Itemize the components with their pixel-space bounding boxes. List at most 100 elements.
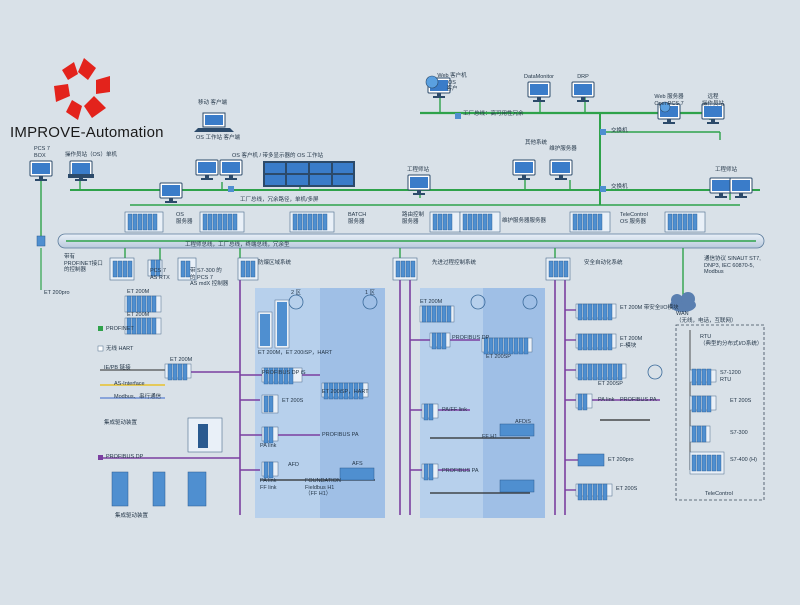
label-terminal-bus: 工程师总线，工厂总线，终端总线，冗余型 <box>185 242 290 248</box>
label-route-server: 路由控制 服务器 <box>402 212 425 225</box>
drive-2 <box>152 471 166 507</box>
et200-haz-2 <box>261 367 303 385</box>
afd-module-adv <box>499 423 535 493</box>
legend-profibus-swatch <box>98 455 103 460</box>
label-zone-hazard-a: 防爆区域系统 <box>258 260 292 266</box>
label-pa-link-ff: PA link FF link <box>260 478 277 491</box>
label-profibus-pa-b: PROFIBUS PA <box>322 432 359 438</box>
label-pcs7-box: PCS 7 BOX <box>34 146 50 159</box>
label-wan: WAN （无线，电话，互联网） <box>676 311 737 324</box>
label-op-station: 操作员站（OS）单机 <box>65 152 117 158</box>
label-maint-server: 维护服务器服务器 <box>502 218 547 224</box>
drive-1 <box>111 471 129 507</box>
server-block-3 <box>289 211 335 233</box>
et200m-adv <box>419 305 455 323</box>
os-client-icon <box>159 182 183 204</box>
pa-ff-link-adv-2 <box>421 463 439 481</box>
label-pcs7-mdx: 带 S7-300 的 的 PCS 7 AS mdX 控制器 <box>190 268 229 287</box>
pa-link-ff-haz <box>261 461 279 479</box>
label-engineering: 工程师站 <box>406 167 430 173</box>
label-profibus-dp-c: PROFIBUS DP <box>452 335 490 341</box>
label-et200isp-hart: ET 200iSP，HART <box>322 389 369 395</box>
controller-s7-300 <box>177 257 197 281</box>
remote-plant-icon <box>701 103 725 125</box>
label-et200m-ex: ET 200M，ET 200iSP，HART <box>258 350 333 356</box>
label-rtu-s7-300: S7-300 <box>730 430 748 436</box>
et200-haz-1 <box>257 299 290 349</box>
label-telecontrol-server: TeleControl OS 服务器 <box>620 212 648 225</box>
afd-module-haz <box>339 467 375 481</box>
os-workstation-icon-2 <box>219 159 243 181</box>
mid-client-icon <box>512 159 536 181</box>
label-et200sp: ET 200SP <box>486 354 511 360</box>
label-process-control: 其他系统 <box>524 140 548 146</box>
rtu-s7-300 <box>689 425 711 443</box>
label-profibus-dp-is: PROFIBUS DP iS <box>262 370 306 376</box>
label-switch-a: 交换机 <box>611 128 628 134</box>
pcs7-box-icon <box>29 160 53 182</box>
server-block-1 <box>124 211 164 233</box>
zone-1-marker <box>362 294 378 310</box>
laptop-icon <box>194 112 234 132</box>
label-mobile-client: 移动 客户端 <box>198 100 228 106</box>
label-ff: FOUNDATION Fieldbus H1 （FF H1） <box>305 478 341 497</box>
controller-safety <box>545 257 571 281</box>
label-telecontrol: TeleControl <box>705 491 733 497</box>
label-drp: DRP <box>577 74 589 80</box>
label-mobile-sub: OS 工作站 客户端 <box>196 135 241 141</box>
zone-marker-c <box>647 364 663 380</box>
label-rtu-s7-400: S7-400 (H) <box>730 457 757 463</box>
et200s-haz <box>261 394 279 414</box>
label-safety-systems: 安全自动化系统 <box>584 260 623 266</box>
label-remote-plant: 远程 操作员站 <box>701 94 725 107</box>
label-switch-b: 交换机 <box>611 184 628 190</box>
et200m-a <box>124 295 162 313</box>
label-et200m-safety: ET 200M 带安全I/O模块 <box>620 305 679 311</box>
label-profibus-pa-c: PROFIBUS PA <box>442 468 479 474</box>
rtu-et200s <box>689 395 717 413</box>
server-block-5 <box>459 211 501 233</box>
et200m-b <box>124 317 162 335</box>
label-web-server: Web 服务器 OpenPCS 7 <box>654 94 684 107</box>
globe-icon <box>425 75 439 89</box>
data-monitor-icon <box>527 81 551 103</box>
rtu-s7-400 <box>689 451 725 475</box>
eng-station-icon-2 <box>729 177 753 199</box>
drive-3 <box>187 471 207 507</box>
rtu-s7-1200 <box>689 368 717 386</box>
eng-station-icon <box>709 177 733 199</box>
label-et200m-a: ET 200M <box>127 289 150 295</box>
os-workstation-icon <box>195 159 219 181</box>
label-et200pro: ET 200pro <box>44 290 70 296</box>
mid-client-icon-2 <box>549 159 573 181</box>
label-asi: AS-Interface <box>114 381 145 387</box>
label-rtu-et200s: ET 200S <box>730 398 752 404</box>
label-zone-1: 1 区 <box>364 290 376 296</box>
label-pa-ff-link: PA/FF link <box>442 407 467 413</box>
label-ff-h1: FF H1 <box>482 434 498 440</box>
label-plant-bus: 工厂总线：高可用性冗余 <box>463 111 524 117</box>
label-hart-line: 无线 HART <box>106 346 134 352</box>
et200pro-safety <box>577 453 605 467</box>
hazard-zone-panel-b-deep <box>483 288 545 518</box>
pa-link-safety <box>575 393 593 411</box>
label-os-server: OS 服务器 <box>176 212 193 225</box>
engineering-icon <box>407 174 431 196</box>
label-zone-2: 2 区 <box>290 290 302 296</box>
pa-link-haz <box>261 426 279 444</box>
label-maintenance-station: 维护服务器 <box>549 146 577 152</box>
et200-haz-3 <box>321 382 369 400</box>
drp-icon <box>571 81 595 103</box>
label-pcs7-rtx: PCS 7 AS RTX <box>150 268 170 281</box>
label-protocol: 通信协议 SINAUT ST7, DNP3, IEC 60870-5, Modb… <box>704 256 761 275</box>
rtu-dashed-box <box>675 324 765 501</box>
label-web-client: Web 客户机 OS 客户 <box>437 73 467 92</box>
zone-1-marker-b <box>522 294 538 310</box>
controller-process <box>237 257 259 281</box>
label-et200s: ET 200S <box>282 398 304 404</box>
brand-name: IMPROVE-Automation <box>10 124 164 141</box>
label-rtu-title: RTU （典型的分布式I/O系统） <box>700 334 763 347</box>
et200m-f <box>575 333 617 351</box>
